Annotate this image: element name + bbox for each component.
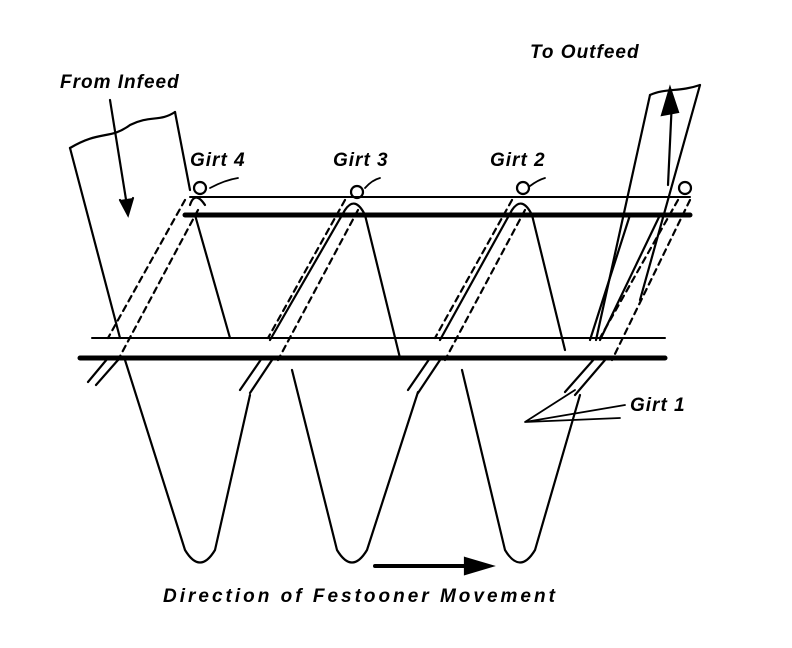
upper-rail bbox=[185, 197, 690, 215]
girt-1-label: Girt 1 bbox=[630, 395, 686, 417]
girt-4-label: Girt 4 bbox=[190, 150, 246, 172]
direction-caption: Direction of Festooner Movement bbox=[163, 586, 558, 608]
lower-rail bbox=[80, 338, 665, 358]
girt-2-label: Girt 2 bbox=[490, 150, 546, 172]
from-infeed-label: From Infeed bbox=[60, 72, 180, 94]
girt-3-label: Girt 3 bbox=[333, 150, 389, 172]
to-outfeed-label: To Outfeed bbox=[530, 42, 640, 64]
direction-arrow bbox=[375, 558, 492, 574]
